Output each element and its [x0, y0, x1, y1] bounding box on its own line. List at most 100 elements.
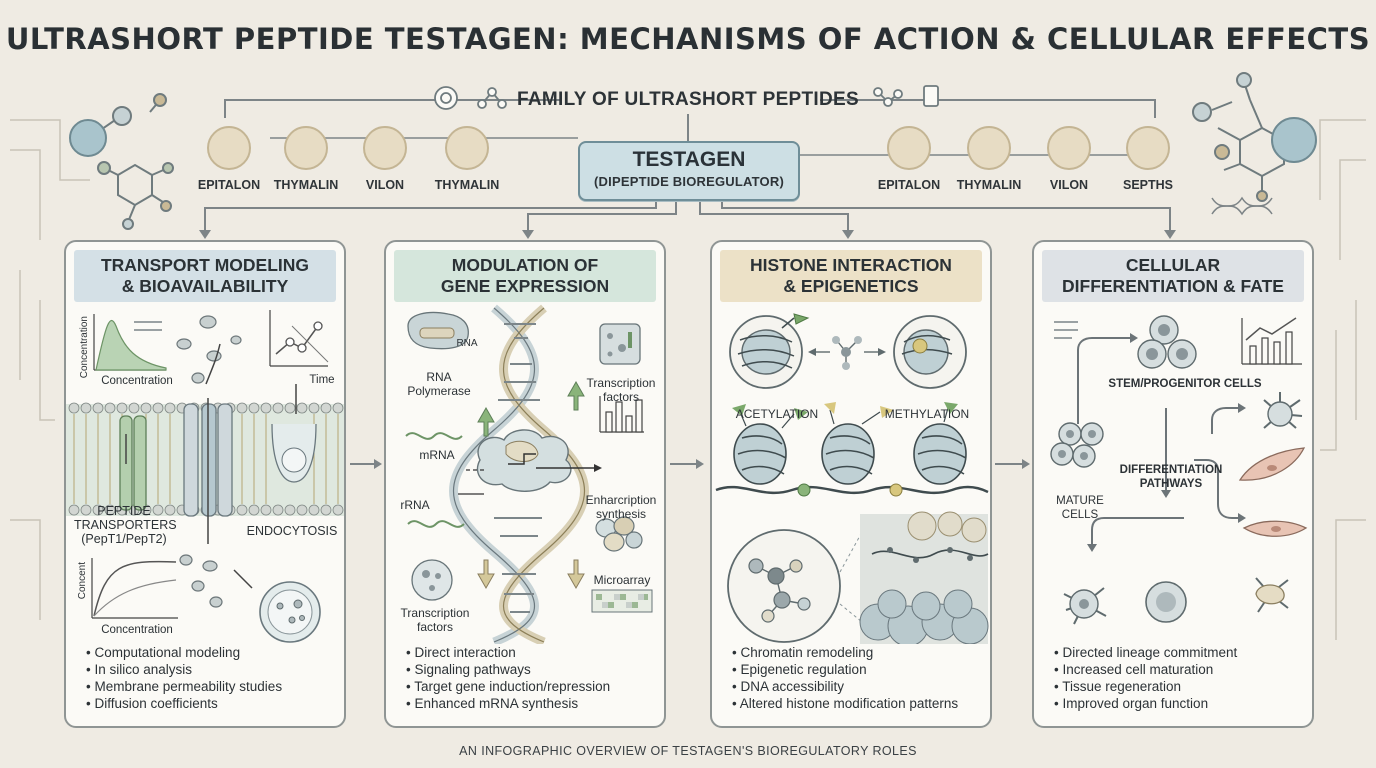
microarray-label: Microarray: [593, 573, 651, 587]
transporters-label: TRANSPORTERS: [74, 518, 177, 532]
histone-bullet-list: Chromatin remodeling Epigenetic regulati…: [732, 644, 980, 712]
polymerase-label: Polymerase: [407, 384, 471, 398]
peptide-item: EPITALON: [183, 126, 275, 192]
concent-axis-label: Concent: [77, 562, 88, 600]
peptide-label: EPITALON: [197, 178, 261, 192]
panel-gene-header: MODULATION OF GENE EXPRESSION: [394, 250, 656, 302]
concentration-bottom-label: Concentration: [101, 624, 173, 636]
gene-bullet-list: Direct interaction Signaling pathways Ta…: [406, 644, 654, 712]
peptide-label: EPITALON: [877, 178, 941, 192]
methylation-label: METHYLATION: [884, 407, 970, 421]
list-item: Increased cell maturation: [1054, 661, 1302, 678]
transport-illustration: [66, 310, 344, 643]
family-title: FAMILY OF ULTRASHORT PEPTIDES: [0, 89, 1376, 111]
panel-title-line: MODULATION OF: [451, 255, 599, 275]
peptide-molecule-icon: [363, 126, 407, 170]
list-item: Tissue regeneration: [1054, 678, 1302, 695]
peptide-label: THYMALIN: [434, 178, 500, 192]
list-item: Computational modeling: [86, 644, 334, 661]
panel-cellular: CELLULAR DIFFERENTIATION & FATE: [1032, 240, 1314, 728]
concentration-label: Concentration: [101, 375, 173, 387]
testagen-box: TESTAGEN (DIPEPTIDE BIOREGULATOR): [578, 141, 800, 201]
testagen-subtitle: (DIPEPTIDE BIOREGULATOR): [594, 174, 784, 189]
differentiation-label: PATHWAYS: [1139, 478, 1203, 490]
panel-title-line: DIFFERENTIATION & FATE: [1062, 276, 1284, 296]
family-title-text: FAMILY OF ULTRASHORT PEPTIDES: [517, 89, 859, 110]
peptide-item: VILON: [339, 126, 431, 192]
tf-bottom-label: Transcription: [400, 606, 470, 620]
list-item: Chromatin remodeling: [732, 644, 980, 661]
acetylation-label: ACETYLATION: [735, 407, 819, 421]
list-item: Diffusion coefficients: [86, 695, 334, 712]
differentiation-label: DIFFERENTIATION: [1119, 464, 1223, 476]
peptide-item: THYMALIN: [260, 126, 352, 192]
rrna-label: rRNA: [400, 498, 430, 512]
list-item: Enhanced mRNA synthesis: [406, 695, 654, 712]
stem-cells-label: STEM/PROGENITOR CELLS: [1108, 378, 1262, 390]
tf-bottom-label: factors: [416, 620, 453, 634]
mature-cells-label: MATURE: [1056, 495, 1104, 507]
peptide-item: VILON: [1023, 126, 1115, 192]
peptide-molecule-icon: [284, 126, 328, 170]
peptide-label: SEPTHS: [1122, 178, 1173, 192]
endocytosis-label: ENDOCYTOSIS: [246, 524, 338, 538]
time-label: Time: [309, 374, 335, 386]
list-item: Improved organ function: [1054, 695, 1302, 712]
rna-tag-label: RNA: [456, 338, 478, 349]
list-item: In silico analysis: [86, 661, 334, 678]
peptide-item: THYMALIN: [943, 126, 1035, 192]
polymerase-label: RNA: [426, 370, 452, 384]
panel-histone: HISTONE INTERACTION & EPIGENETICS: [710, 240, 992, 728]
panel-title-line: TRANSPORT MODELING: [100, 255, 310, 275]
tf-top-label: factors: [602, 390, 639, 404]
list-item: Directed lineage commitment: [1054, 644, 1302, 661]
mature-cells-label: CELLS: [1061, 509, 1099, 521]
panel-cellular-header: CELLULAR DIFFERENTIATION & FATE: [1042, 250, 1304, 302]
peptide-molecule-icon: [207, 126, 251, 170]
infographic-title: ULTRASHORT PEPTIDE TESTAGEN: MECHANISMS …: [5, 22, 1371, 56]
panel-transport: TRANSPORT MODELING & BIOAVAILABILITY: [64, 240, 346, 728]
peptide-label: THYMALIN: [956, 178, 1022, 192]
list-item: Membrane permeability studies: [86, 678, 334, 695]
cellular-bullet-list: Directed lineage commitment Increased ce…: [1054, 644, 1302, 712]
panel-title-line: HISTONE INTERACTION: [750, 255, 952, 275]
gene-illustration: [405, 304, 653, 644]
panel-gene-expression: MODULATION OF GENE EXPRESSION: [384, 240, 666, 728]
footer-caption: AN INFOGRAPHIC OVERVIEW OF TESTAGEN'S BI…: [459, 744, 917, 758]
peptide-molecule-icon: [887, 126, 931, 170]
transporters-label: PEPTIDE: [97, 504, 151, 518]
list-item: Altered histone modification patterns: [732, 695, 980, 712]
peptide-molecule-icon: [445, 126, 489, 170]
list-item: DNA accessibility: [732, 678, 980, 695]
enhancement-label: Enharcription: [585, 493, 657, 507]
panel-histone-header: HISTONE INTERACTION & EPIGENETICS: [720, 250, 982, 302]
concentration-axis-label: Concentration: [79, 316, 90, 379]
panel-title-line: & EPIGENETICS: [783, 276, 919, 296]
peptide-item: EPITALON: [863, 126, 955, 192]
panel-title-line: GENE EXPRESSION: [440, 276, 610, 296]
peptide-label: VILON: [1049, 178, 1089, 192]
transporters-label: (PepT1/PepT2): [81, 532, 167, 546]
peptide-item: SEPTHS: [1102, 126, 1194, 192]
peptide-molecule-icon: [1126, 126, 1170, 170]
list-item: Target gene induction/repression: [406, 678, 654, 695]
enhancement-label: synthesis: [595, 507, 647, 521]
transport-bullet-list: Computational modeling In silico analysi…: [86, 644, 334, 712]
peptide-item: THYMALIN: [421, 126, 513, 192]
peptide-molecule-icon: [1047, 126, 1091, 170]
list-item: Signaling pathways: [406, 661, 654, 678]
peptide-label: THYMALIN: [273, 178, 339, 192]
list-item: Direct interaction: [406, 644, 654, 661]
testagen-name: TESTAGEN: [632, 148, 746, 171]
histone-illustration: [715, 313, 989, 644]
tf-top-label: Transcription: [586, 376, 656, 390]
list-item: Epigenetic regulation: [732, 661, 980, 678]
peptide-molecule-icon: [967, 126, 1011, 170]
panel-transport-header: TRANSPORT MODELING & BIOAVAILABILITY: [74, 250, 336, 302]
peptide-label: VILON: [365, 178, 405, 192]
panel-title-line: & BIOAVAILABILITY: [121, 276, 289, 296]
panel-title-line: CELLULAR: [1125, 255, 1221, 275]
cellular-illustration: [1050, 315, 1308, 625]
